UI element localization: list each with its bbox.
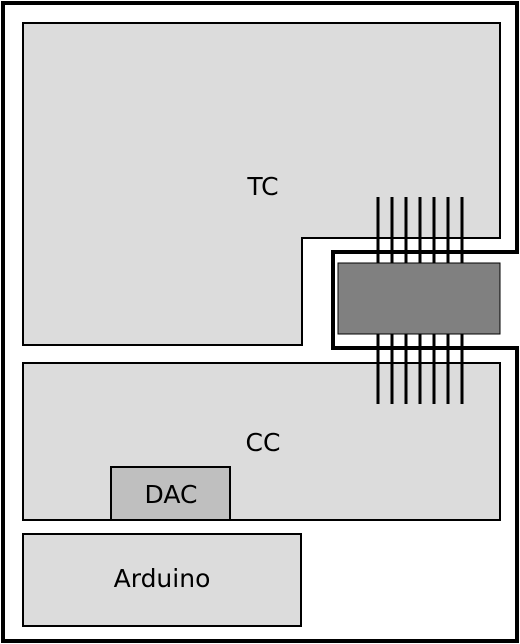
dac-box (110, 466, 231, 521)
tc-region (22, 22, 501, 346)
arduino-label: Arduino (114, 564, 211, 593)
connector-block (337, 262, 501, 335)
dac-label: DAC (145, 480, 198, 509)
tc-label: TC (246, 172, 278, 201)
arduino-box (22, 533, 302, 627)
cc-label: CC (246, 428, 281, 457)
